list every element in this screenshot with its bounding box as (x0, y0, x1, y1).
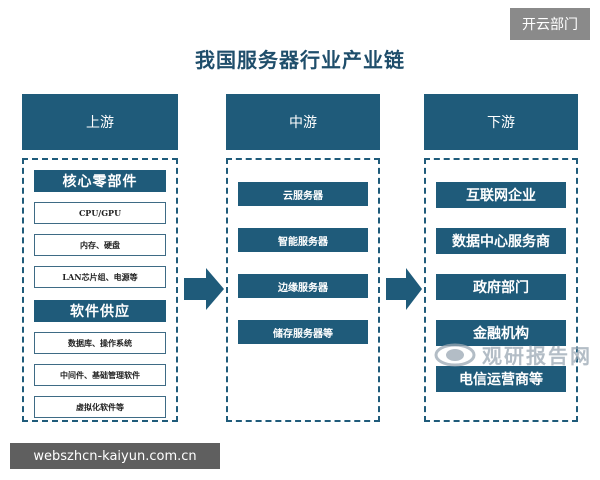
midstream-header: 中游 (226, 94, 380, 150)
downstream-item: 互联网企业 (436, 182, 566, 208)
upstream-item: 中间件、基础管理软件 (34, 364, 166, 386)
source-badge: 开云部门 (510, 8, 590, 40)
core-components-title: 核心零部件 (34, 170, 166, 192)
upstream-item: 虚拟化软件等 (34, 396, 166, 418)
downstream-item: 数据中心服务商 (436, 228, 566, 254)
midstream-item: 储存服务器等 (238, 320, 368, 344)
software-supply-title: 软件供应 (34, 300, 166, 322)
downstream-header: 下游 (424, 94, 578, 150)
upstream-item: CPU/GPU (34, 202, 166, 224)
downstream-item: 电信运营商等 (436, 366, 566, 392)
upstream-item: LAN芯片组、电源等 (34, 266, 166, 288)
midstream-box (226, 158, 380, 422)
source-url: webszhcn-kaiyun.com.cn (10, 443, 220, 469)
downstream-box (424, 158, 578, 422)
upstream-item: 数据库、操作系统 (34, 332, 166, 354)
watermark: 观研报告网 (434, 340, 592, 369)
page-title: 我国服务器行业产业链 (195, 48, 405, 72)
upstream-box (22, 158, 178, 422)
arrow-right-icon (184, 268, 224, 310)
arrow-right-icon (386, 268, 422, 310)
midstream-item: 云服务器 (238, 182, 368, 206)
midstream-item: 边缘服务器 (238, 274, 368, 298)
watermark-text: 观研报告网 (482, 344, 592, 368)
midstream-item: 智能服务器 (238, 228, 368, 252)
upstream-item: 内存、硬盘 (34, 234, 166, 256)
downstream-item: 金融机构 (436, 320, 566, 346)
globe-logo-icon (434, 343, 476, 366)
upstream-header: 上游 (22, 94, 178, 150)
downstream-item: 政府部门 (436, 274, 566, 300)
